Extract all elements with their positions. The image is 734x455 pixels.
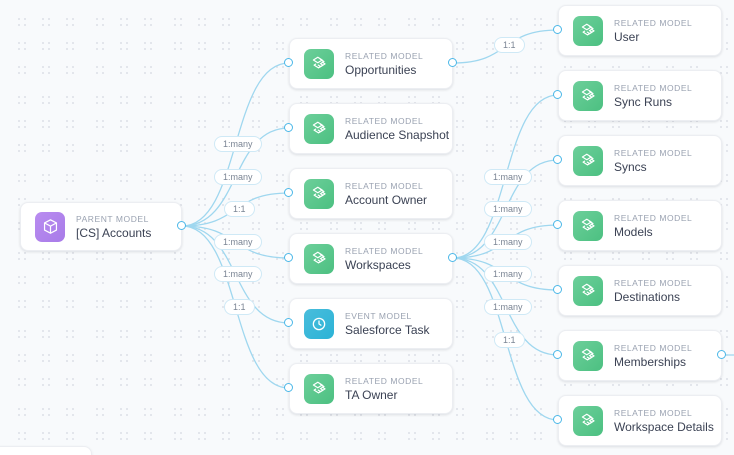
node-title: Workspace Details <box>614 419 714 434</box>
node-kicker: RELATED MODEL <box>614 342 693 353</box>
node-title: Opportunities <box>345 62 417 77</box>
node-kicker: RELATED MODEL <box>345 115 424 126</box>
stack-icon <box>304 48 334 79</box>
connector-port-in[interactable] <box>552 89 562 99</box>
node-title: Memberships <box>614 354 687 369</box>
node-title: User <box>614 29 640 44</box>
node-title: TA Owner <box>345 387 398 402</box>
node-title: Syncs <box>614 159 647 174</box>
relationship-badge[interactable]: 1:many <box>214 169 262 185</box>
node-title: Workspaces <box>345 257 411 272</box>
node-kicker: RELATED MODEL <box>614 407 693 418</box>
relationship-badge[interactable]: 1:many <box>484 266 532 282</box>
node-title: Models <box>614 224 653 239</box>
relationship-badge[interactable]: 1:1 <box>224 201 255 217</box>
node-kicker: RELATED MODEL <box>614 147 693 158</box>
relationship-badge[interactable]: 1:many <box>484 201 532 217</box>
stack-icon <box>573 405 603 436</box>
clock-icon <box>304 308 334 339</box>
connector-port-in[interactable] <box>283 382 293 392</box>
stack-icon <box>304 243 334 274</box>
stack-icon <box>573 145 603 176</box>
node-parent-model[interactable]: PARENT MODEL[CS] Accounts <box>20 202 182 251</box>
relationship-badge[interactable]: 1:many <box>214 266 262 282</box>
stack-icon <box>573 80 603 111</box>
connector-port-in[interactable] <box>552 349 562 359</box>
stack-icon <box>573 275 603 306</box>
connector-port-in[interactable] <box>283 57 293 67</box>
node-kicker: RELATED MODEL <box>345 245 424 256</box>
node-kicker: RELATED MODEL <box>345 180 424 191</box>
node-kicker: RELATED MODEL <box>345 50 424 61</box>
connector-port-in[interactable] <box>283 187 293 197</box>
node-title: Salesforce Task <box>345 322 430 337</box>
relationship-badge[interactable]: 1:many <box>214 234 262 250</box>
bottom-left-panel[interactable] <box>0 446 92 455</box>
node-title: Audience Snapshot <box>345 127 450 142</box>
node-kicker: RELATED MODEL <box>614 17 693 28</box>
node-title: Destinations <box>614 289 681 304</box>
stack-icon <box>304 178 334 209</box>
connector-port-in[interactable] <box>283 252 293 262</box>
connector-port-in[interactable] <box>283 122 293 132</box>
node-kicker: RELATED MODEL <box>614 212 693 223</box>
stack-icon <box>573 15 603 46</box>
connector-port-out[interactable] <box>447 252 457 262</box>
node-title: [CS] Accounts <box>76 225 152 240</box>
relationship-badge[interactable]: 1:many <box>214 136 262 152</box>
relationship-badge[interactable]: 1:many <box>484 299 532 315</box>
node-title: Account Owner <box>345 192 428 207</box>
relationship-badge[interactable]: 1:1 <box>224 299 255 315</box>
connector-port-in[interactable] <box>552 284 562 294</box>
relationship-badge[interactable]: 1:many <box>484 169 532 185</box>
connector-port-in[interactable] <box>283 317 293 327</box>
stack-icon <box>304 373 334 404</box>
relationship-badge[interactable]: 1:1 <box>494 332 525 348</box>
relationship-badge[interactable]: 1:1 <box>494 37 525 53</box>
connector-port-out[interactable] <box>176 220 186 230</box>
relationship-badge[interactable]: 1:many <box>484 234 532 250</box>
cube-icon <box>35 211 65 242</box>
stack-icon <box>573 340 603 371</box>
node-kicker: RELATED MODEL <box>614 82 693 93</box>
node-kicker: RELATED MODEL <box>345 375 424 386</box>
connector-port-in[interactable] <box>552 219 562 229</box>
connector-port-out[interactable] <box>447 57 457 67</box>
stack-icon <box>573 210 603 241</box>
node-kicker: EVENT MODEL <box>345 310 412 321</box>
connector-port-in[interactable] <box>552 414 562 424</box>
connector-port-out[interactable] <box>716 349 726 359</box>
stack-icon <box>304 113 334 144</box>
node-kicker: RELATED MODEL <box>614 277 693 288</box>
connector-port-in[interactable] <box>552 24 562 34</box>
connector-port-in[interactable] <box>552 154 562 164</box>
node-title: Sync Runs <box>614 94 673 109</box>
node-kicker: PARENT MODEL <box>76 213 149 224</box>
